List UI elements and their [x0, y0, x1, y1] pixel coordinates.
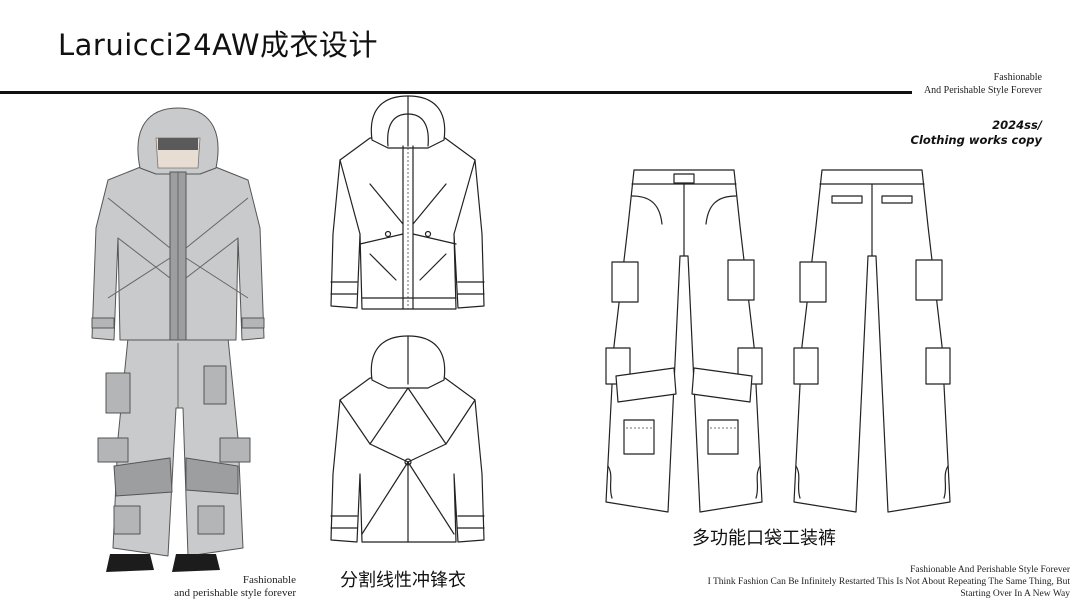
header-tagline-line2: And Perishable Style Forever	[923, 85, 1042, 96]
pants-caption: 多功能口袋工装裤	[692, 528, 836, 549]
jacket-front-sketch	[330, 95, 485, 310]
header-tagline-line1: Fashionable	[993, 72, 1042, 83]
header-divider	[0, 91, 912, 94]
outfit-illustration	[91, 107, 265, 572]
season-label: 2024ss/ Clothing works copy	[911, 118, 1042, 148]
jacket-back-sketch	[330, 335, 485, 543]
pants-back-sketch	[793, 169, 951, 513]
footer-right-line2: I Think Fashion Can Be Infinitely Restar…	[707, 577, 1070, 587]
footer-right-line3: Starting Over In A New Way	[960, 589, 1070, 599]
footer-left-tagline: Fashionable and perishable style forever	[160, 574, 296, 600]
footer-left-line1: Fashionable	[242, 574, 296, 586]
footer-right-line1: Fashionable And Perishable Style Forever	[910, 565, 1070, 575]
footer-left-line2: and perishable style forever	[174, 587, 296, 599]
season-label-line1: 2024ss/	[992, 118, 1042, 132]
page-title: Laruicci24AW成衣设计	[58, 28, 379, 62]
jacket-caption: 分割线性冲锋衣	[340, 570, 466, 591]
header-tagline: Fashionable And Perishable Style Forever	[924, 71, 1042, 97]
footer-right-tagline: Fashionable And Perishable Style Forever…	[650, 564, 1070, 600]
pants-front-sketch	[605, 169, 763, 513]
season-label-line2: Clothing works copy	[910, 133, 1042, 147]
